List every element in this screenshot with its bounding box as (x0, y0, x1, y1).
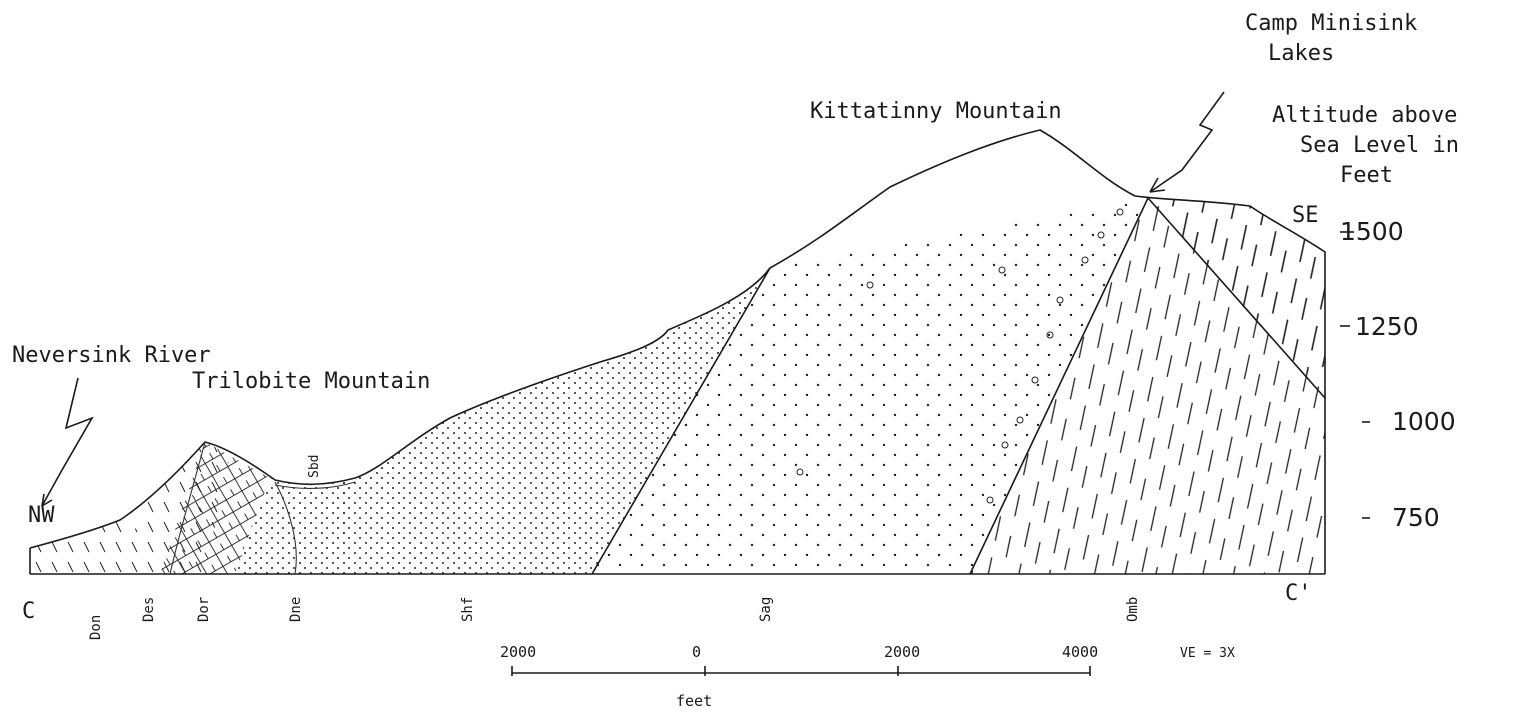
unit-label-dor: Dor (196, 597, 212, 622)
altitude-label-line3: Feet (1340, 163, 1393, 188)
sbd-label: Sbd (307, 455, 322, 478)
unit-label-omb: Omb (1125, 597, 1141, 622)
trilobite-label: Trilobite Mountain (192, 369, 430, 394)
contact-sag-omb (969, 197, 1149, 575)
altitude-scale: 1500 1250 1000 750 (1340, 217, 1456, 532)
scale-tick-label: 2000 (884, 643, 920, 661)
fault-line (1147, 197, 1326, 399)
unit-label-shf: Shf (460, 597, 476, 622)
sbd-lens (274, 481, 356, 489)
arrow-head-icon (1149, 177, 1166, 193)
unit-label-sag: Sag (758, 597, 774, 622)
nw-label: NW (28, 503, 55, 528)
topographic-profile (29, 129, 1326, 574)
camp-minisink-label: Camp Minisink (1245, 11, 1417, 36)
altitude-label-line1: Altitude above (1272, 103, 1457, 128)
c-left-label: C (22, 599, 35, 624)
scale-tick-label: 0 (692, 643, 701, 661)
contact-shf-sag (591, 267, 771, 575)
se-label: SE (1292, 203, 1319, 228)
scale-tick-label: 2000 (500, 643, 536, 661)
c-right-label: C' (1285, 581, 1312, 606)
scale-tick-label: 4000 (1062, 643, 1098, 661)
altitude-tick: 750 (1392, 503, 1440, 532)
unit-label-dne: Dne (288, 597, 304, 622)
rock-units (30, 198, 1325, 574)
bar-scale: 2000 0 2000 4000 feet VE = 3X (500, 643, 1235, 710)
lakes-label: Lakes (1268, 41, 1334, 66)
unit-label-don: Don (88, 615, 104, 640)
scale-unit-label: feet (676, 692, 712, 710)
neversink-label: Neversink River (12, 343, 211, 368)
unit-label-des: Des (141, 597, 157, 622)
arrow-head-icon (41, 493, 53, 507)
neversink-leader (41, 377, 94, 507)
altitude-tick: 1000 (1392, 407, 1456, 436)
pebble-marks (796, 208, 1124, 504)
camp-minisink-leader (1149, 91, 1225, 193)
altitude-label-line2: Sea Level in (1300, 133, 1459, 158)
kittatinny-label: Kittatinny Mountain (810, 99, 1062, 124)
altitude-tick: 1250 (1355, 312, 1419, 341)
unit-labels: Don Des Dor Dne Shf Sag Omb (88, 597, 1141, 640)
vertical-exaggeration-label: VE = 3X (1180, 646, 1235, 661)
